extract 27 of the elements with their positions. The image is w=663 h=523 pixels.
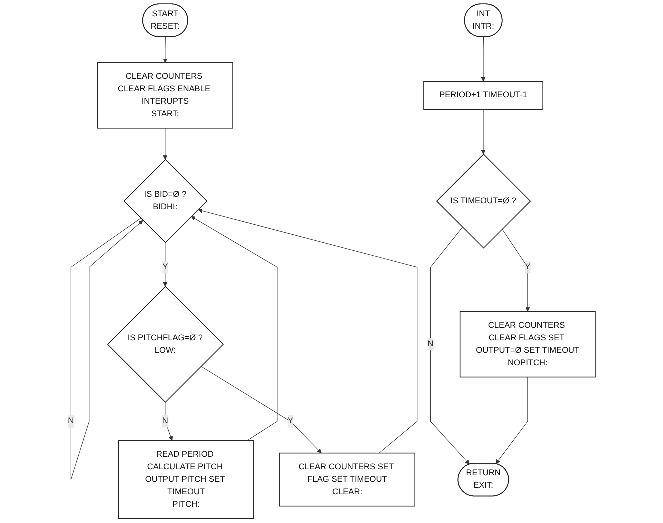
node-box: READ PERIOD CALCULATE PITCH OUTPUT PITCH SET TIMEOUT PITCH: bbox=[118, 440, 254, 520]
node-diamond: IS BID=Ø ? BIDHI: bbox=[123, 159, 208, 244]
arrow bbox=[495, 377, 528, 464]
edge-label: Y bbox=[162, 262, 168, 272]
edge-label: N bbox=[162, 416, 168, 426]
arrow bbox=[162, 128, 168, 160]
edge-label: N bbox=[427, 340, 434, 349]
arrow bbox=[164, 402, 173, 442]
arrow bbox=[70, 218, 144, 480]
arrow bbox=[480, 109, 486, 155]
arrow bbox=[162, 36, 168, 64]
node-diamond: IS PITCHFLAG=Ø ? LOW: bbox=[106, 286, 224, 403]
edge-label: Y bbox=[288, 416, 294, 426]
arrow bbox=[430, 227, 470, 465]
arrow bbox=[190, 216, 278, 442]
arrow bbox=[502, 229, 530, 312]
arrow bbox=[162, 242, 168, 287]
arrow bbox=[200, 366, 322, 454]
node-diamond: IS TIMEOUT=Ø ? bbox=[436, 154, 531, 249]
arrow bbox=[480, 36, 486, 82]
node-box: CLEAR COUNTERS SET FLAG SET TIMEOUT CLEAR: bbox=[279, 452, 416, 507]
edge-label: Y bbox=[524, 262, 530, 272]
arrow bbox=[198, 208, 418, 454]
node-box: CLEAR COUNTERS CLEAR FLAGS ENABLE INTERUPTS START: bbox=[97, 62, 234, 129]
edge-label: N bbox=[68, 416, 74, 426]
node-box: PERIOD+1 TIMEOUT-1 bbox=[423, 81, 544, 110]
node-box: CLEAR COUNTERS CLEAR FLAGS SET OUTPUT=Ø SET TIMEOUT NOPITCH: bbox=[460, 311, 596, 378]
